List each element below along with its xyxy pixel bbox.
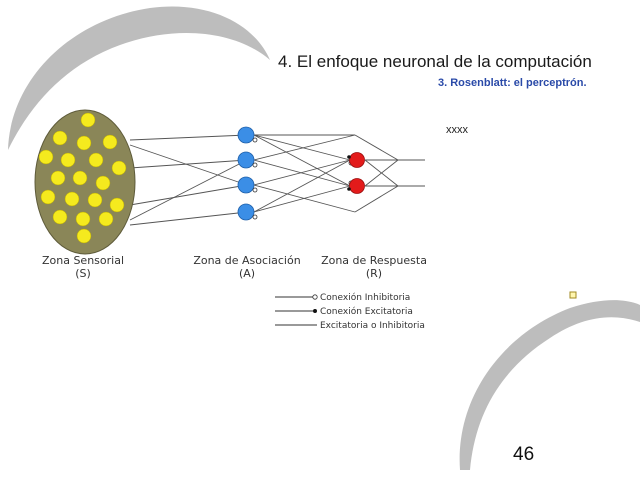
inhibitory-marker [252,162,258,168]
connection-line [253,159,351,213]
connection-line [253,134,351,161]
legend-marker-filled-dot [313,309,317,313]
decor-square [569,291,577,299]
connection-line [253,134,356,161]
association-connections [253,134,425,213]
zone-label-sensorial: Zona Sensorial [42,254,124,267]
sensor-cell [38,149,54,165]
sensor-cell [87,192,103,208]
decor-arc-bottom-right [459,300,640,470]
inhibitory-marker [252,137,258,143]
connection-line [253,159,351,186]
connection-line [129,159,248,221]
association-nodes [237,126,255,221]
connection-line [129,184,248,206]
response-node [349,178,365,194]
sensor-cell [72,170,88,186]
legend-label-either: Excitatoria o Inhibitoria [320,321,425,331]
zone-label-respuesta: Zona de Respuesta [321,254,427,267]
sensor-cell [109,197,125,213]
response-nodes [349,152,365,194]
excitatory-markers [347,155,351,191]
association-node [237,126,255,144]
sensor-cell [75,211,91,227]
connection-line [354,134,399,161]
association-node [237,151,255,169]
legend-label-excitatory: Conexión Excitatoria [320,306,413,317]
inhibitory-marker [252,187,258,193]
sensor-cell [88,152,104,168]
decor-arc-top-left [8,6,270,151]
zone-code-asociacion: (A) [239,267,255,280]
legend-label-inhibitory: Conexión Inhibitoria [320,292,410,303]
inhibitory-marker [252,214,258,220]
legend-marker-open-circle [312,294,318,300]
sensor-cell [60,152,76,168]
connection-line [129,134,248,141]
connection-line [129,159,248,169]
zone-code-respuesta: (R) [366,267,382,280]
sensor-cell [76,228,92,244]
slide-note: xxxx [446,124,468,136]
sensor-cell [98,211,114,227]
sensor-cell [52,209,68,225]
sensor-cell [111,160,127,176]
page-number: 46 [513,444,535,465]
sensor-cell [50,170,66,186]
sensor-cells [38,112,127,244]
association-node [237,203,255,221]
sensor-cell [40,189,56,205]
slide-title: 4. El enfoque neuronal de la computación [278,52,592,71]
association-node [237,176,255,194]
inhibitory-markers [252,137,354,220]
zone-label-asociacion: Zona de Asociación [193,254,300,267]
slide-subtitle: 3. Rosenblatt: el perceptrón. [438,77,587,89]
connection-line [253,134,351,187]
connection-line [129,211,248,226]
excitatory-marker [347,187,351,191]
connection-line [354,185,399,213]
sensor-cell [102,134,118,150]
excitatory-marker [347,155,351,159]
sensor-cell [95,175,111,191]
sensor-cell [52,130,68,146]
response-node [349,152,365,168]
sensor-cell [64,191,80,207]
connection-line [364,159,399,187]
connection-line [253,185,351,213]
sensor-cell [76,135,92,151]
sensor-connections [129,134,248,226]
sensor-cell [80,112,96,128]
connection-line [129,144,248,186]
connection-line [253,159,351,187]
legend: Conexión Inhibitoria Conexión Excitatori… [275,292,425,331]
zone-code-sensorial: (S) [75,267,91,280]
